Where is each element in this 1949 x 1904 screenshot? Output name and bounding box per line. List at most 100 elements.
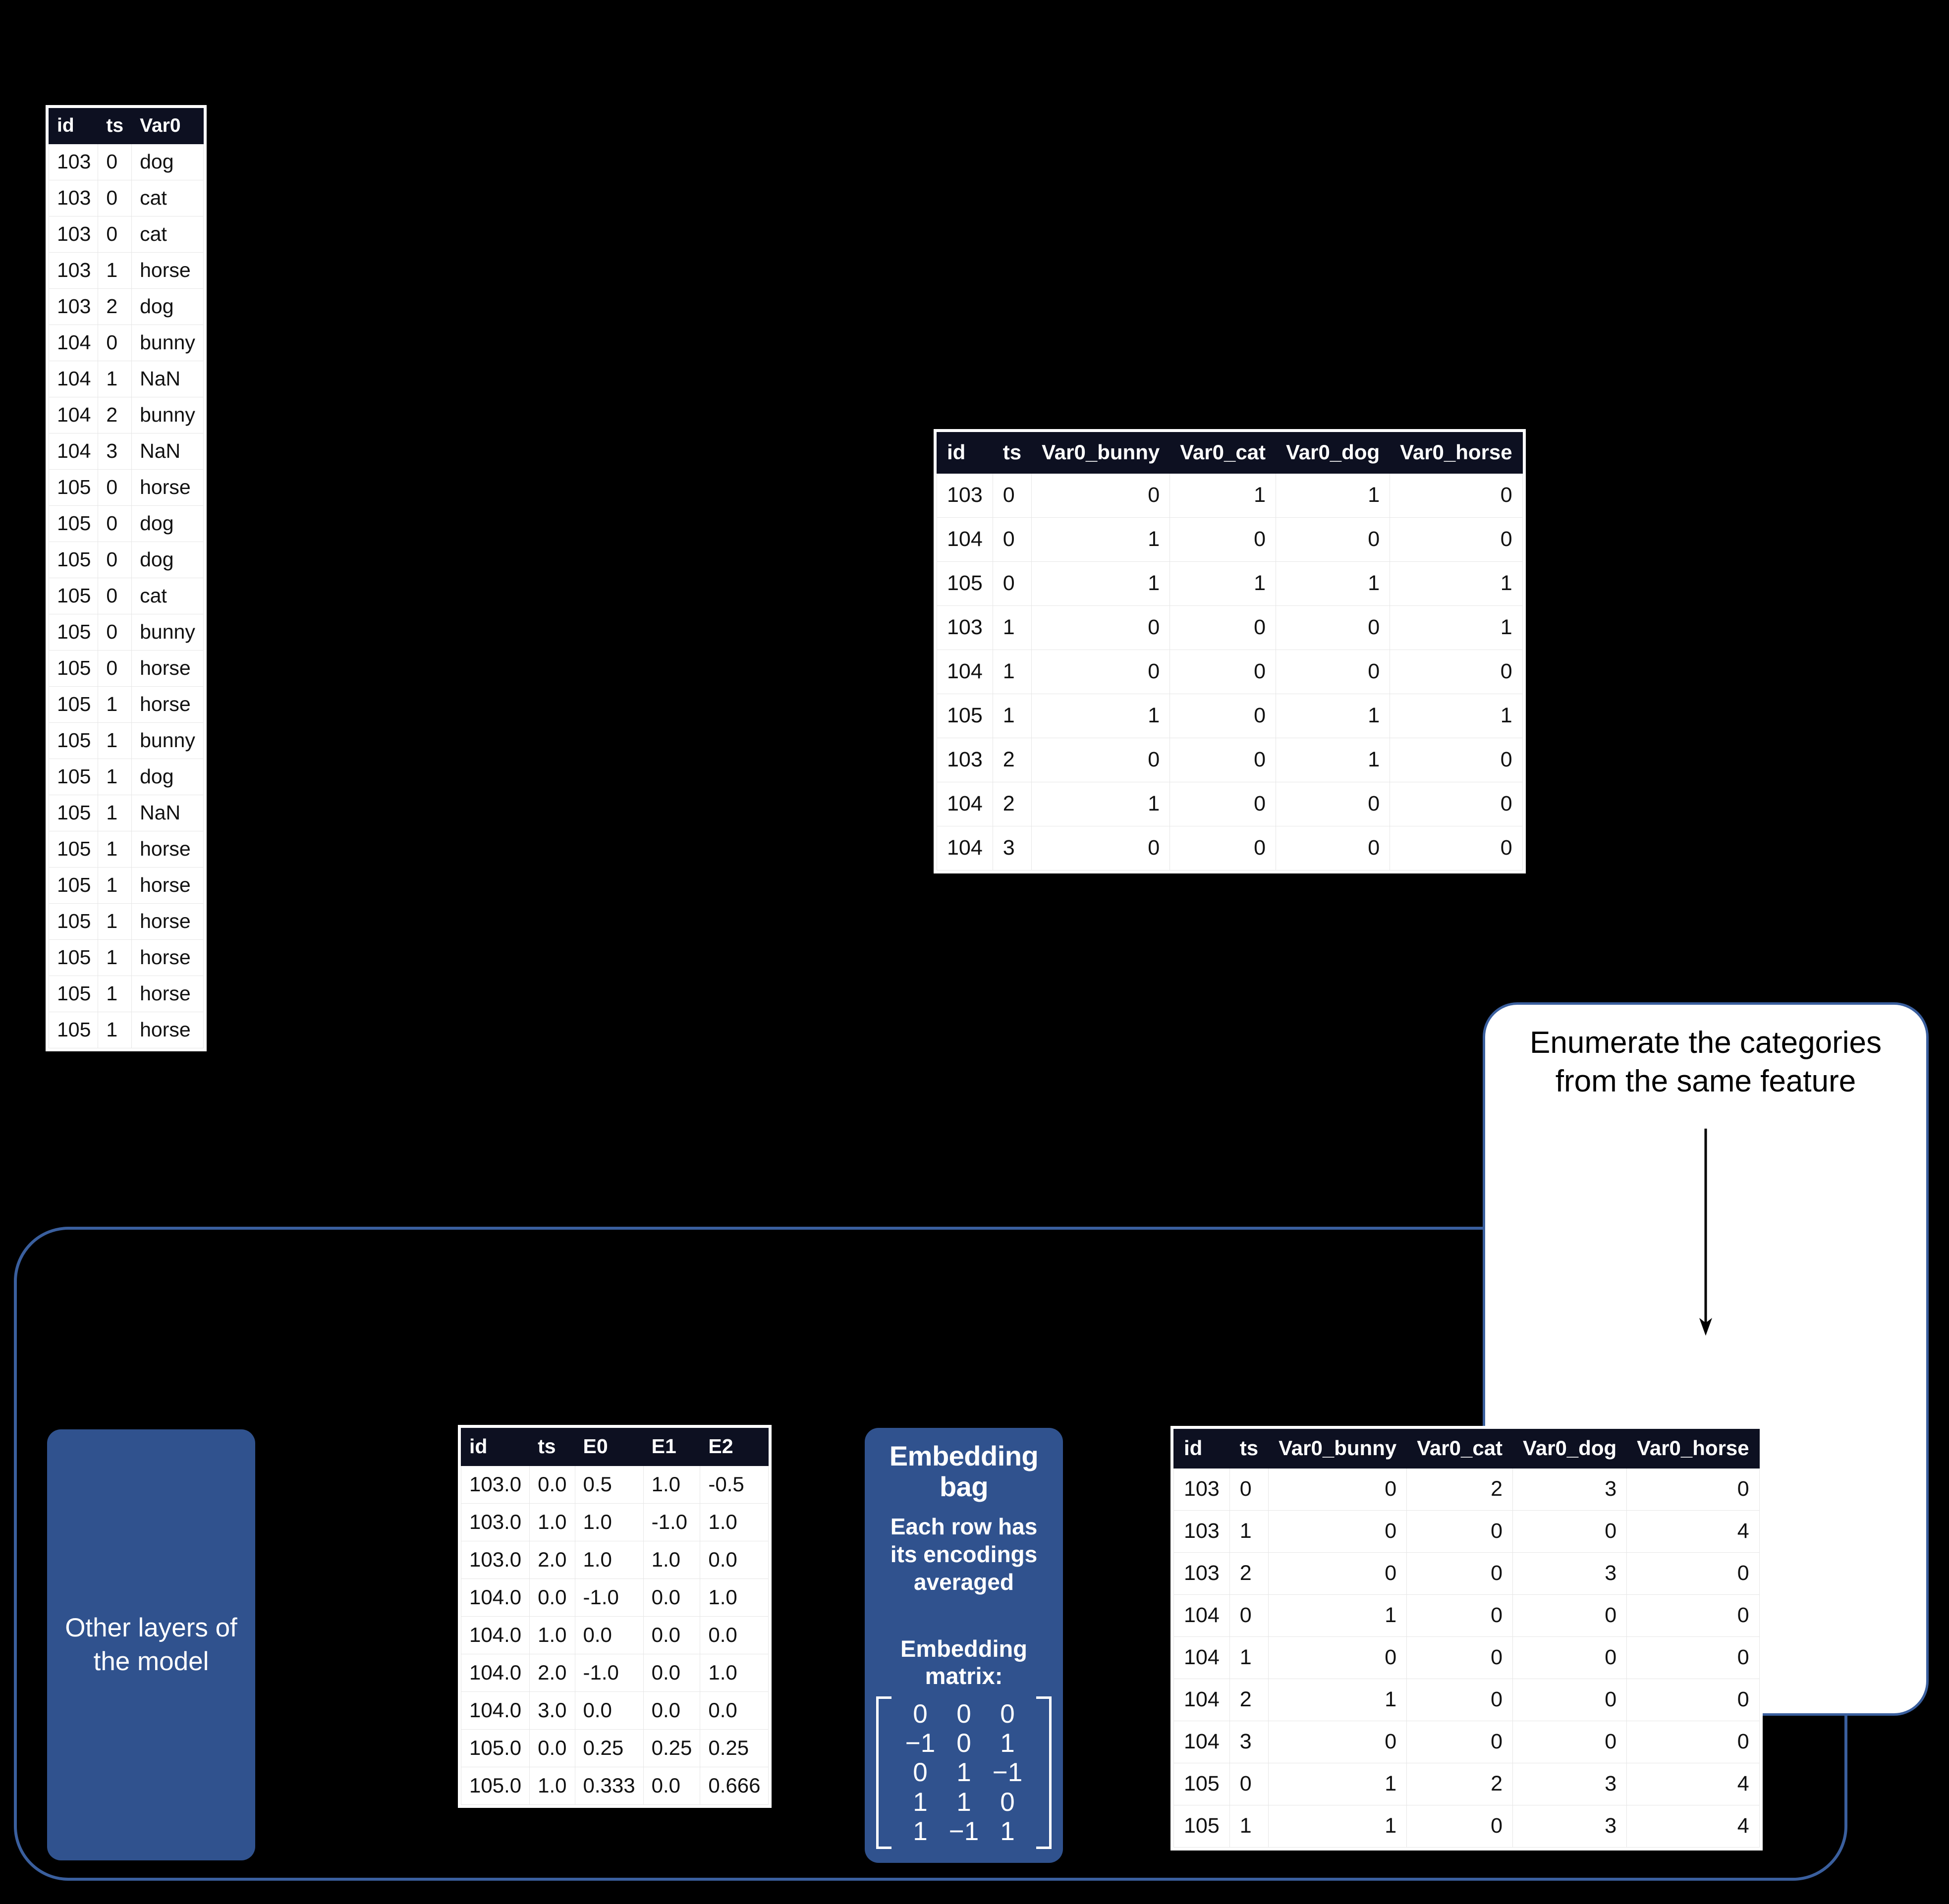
table-cell: 0: [1406, 1510, 1513, 1553]
table-cell: 1: [1390, 694, 1523, 738]
table-cell: 3: [98, 433, 132, 470]
table-cell: 104: [48, 397, 99, 434]
enumerated-categories-table: id ts Var0_bunny Var0_cat Var0_dog Var0_…: [1173, 1429, 1760, 1848]
table-cell: 0: [1169, 738, 1277, 782]
table-cell: 103.0: [460, 1541, 530, 1579]
table-cell: 105: [937, 694, 993, 738]
table-cell: 1: [98, 939, 132, 976]
column-header-var0-horse: Var0_horse: [1626, 1429, 1760, 1469]
table-cell: 0.25: [700, 1729, 769, 1767]
table-cell: 1.0: [574, 1541, 644, 1579]
table-cell: 105: [1173, 1805, 1230, 1848]
table-cell: bunny: [131, 325, 204, 361]
table-cell: 104.0: [460, 1578, 530, 1617]
table-cell: 0: [98, 144, 132, 180]
table-cell: 1: [1031, 517, 1170, 562]
table-cell: 105: [48, 795, 99, 831]
table-cell: 0: [98, 216, 132, 253]
table-cell: 103: [48, 288, 99, 325]
table-cell: 0: [1406, 1679, 1513, 1721]
table-cell: -1.0: [574, 1578, 644, 1617]
table-cell: 103: [937, 473, 993, 518]
table-cell: 103: [48, 252, 99, 289]
table-cell: 0: [1276, 650, 1391, 694]
column-header-var0-dog: Var0_dog: [1512, 1429, 1627, 1469]
table-cell: 105: [48, 578, 99, 614]
table-cell: 0: [1512, 1721, 1627, 1763]
table-cell: 104: [1173, 1594, 1230, 1637]
table-cell: 103: [48, 180, 99, 217]
column-header-var0-cat: Var0_cat: [1406, 1429, 1513, 1469]
table-cell: 104: [48, 433, 99, 470]
table-cell: 0: [1626, 1552, 1760, 1595]
table-cell: 0: [1031, 738, 1170, 782]
table-cell: 1.0: [529, 1616, 575, 1654]
table-cell: 0.25: [643, 1729, 701, 1767]
table-cell: -1.0: [643, 1503, 701, 1541]
matrix-cell: 0: [956, 1728, 971, 1758]
table-cell: 3: [1512, 1763, 1627, 1805]
table-cell: 0: [1406, 1594, 1513, 1637]
matrix-cell: 0: [956, 1699, 971, 1729]
table-cell: NaN: [131, 361, 204, 397]
table-cell: 0: [1268, 1510, 1407, 1553]
table-cell: 104.0: [460, 1616, 530, 1654]
table-cell: 0.0: [700, 1541, 769, 1579]
table-header-row: id ts Var0_bunny Var0_cat Var0_dog Var0_…: [1173, 1429, 1760, 1469]
table-cell: 2.0: [529, 1654, 575, 1692]
table-cell: horse: [131, 1012, 204, 1048]
table-cell: 1: [98, 831, 132, 868]
table-cell: 1: [992, 650, 1032, 694]
table-cell: cat: [131, 180, 204, 217]
table-cell: 3: [1512, 1552, 1627, 1595]
table-cell: 0: [1169, 694, 1277, 738]
table-cell: bunny: [131, 397, 204, 434]
matrix-cell: 1: [913, 1787, 928, 1817]
table-cell: 0.0: [643, 1578, 701, 1617]
table-cell: 1: [1268, 1679, 1407, 1721]
matrix-cell: 0: [1000, 1699, 1015, 1729]
table-cell: 0: [1406, 1552, 1513, 1595]
column-header-e0: E0: [574, 1428, 644, 1466]
column-header-var0-bunny: Var0_bunny: [1031, 432, 1170, 474]
embedding-bag-subtitle: Each row has its encodings averaged: [890, 1514, 1038, 1595]
table-cell: 1.0: [643, 1541, 701, 1579]
table-cell: 1: [98, 1012, 132, 1048]
table-cell: 105: [48, 976, 99, 1012]
table-cell: 2.0: [529, 1541, 575, 1579]
table-cell: 0: [992, 561, 1032, 606]
table-cell: 0.0: [700, 1691, 769, 1730]
table-cell: 1: [1390, 605, 1523, 650]
table-cell: 0: [1626, 1721, 1760, 1763]
table-cell: 103: [937, 738, 993, 782]
table-cell: 0: [1390, 650, 1523, 694]
table-cell: 0.0: [643, 1691, 701, 1730]
table-cell: 2: [1229, 1679, 1269, 1721]
matrix-cell: −1: [948, 1816, 979, 1846]
table-cell: 0: [1276, 826, 1391, 870]
callout-text: Enumerate the categories from the same f…: [1530, 1026, 1882, 1099]
table-cell: dog: [131, 288, 204, 325]
table-cell: 105: [48, 867, 99, 904]
table-cell: 1: [1276, 694, 1391, 738]
